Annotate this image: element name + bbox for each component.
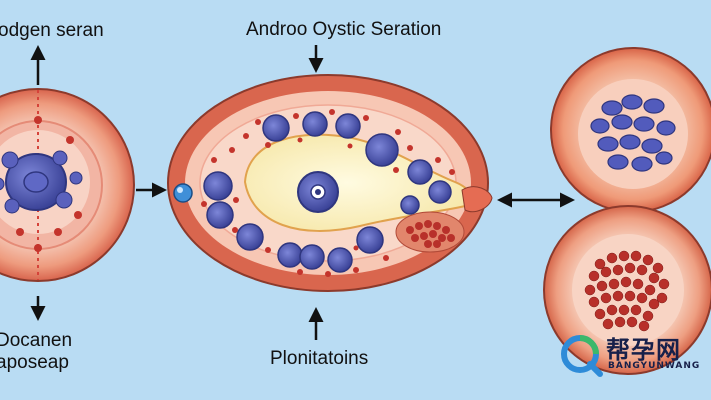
watermark-text: 帮孕网 [606,336,681,364]
label-bottom-left-2: aposeap [0,352,69,373]
right-top-tissue-circle [550,47,711,213]
left-tissue-circle [0,88,135,282]
watermark-logo: 帮孕网 BANGYUNWANG [556,330,706,378]
watermark-icon [561,335,603,377]
label-top-center: Androo Oystic Seration [246,19,442,40]
connector-arrows [30,45,575,340]
organ-red-cluster [406,220,455,248]
central-oocyte [297,171,339,213]
bubble-marker [173,183,193,203]
watermark-subtext: BANGYUNWANG [608,361,701,371]
organ-red-dots [201,109,455,277]
label-top-left: odgen seran [0,20,104,41]
follicle-cells [203,111,452,273]
right-bottom-tissue-circle [543,205,711,375]
label-bottom-left-1: Docanen [0,330,73,351]
label-bottom-center: Plonitatoins [270,348,369,369]
central-organ [167,74,493,292]
